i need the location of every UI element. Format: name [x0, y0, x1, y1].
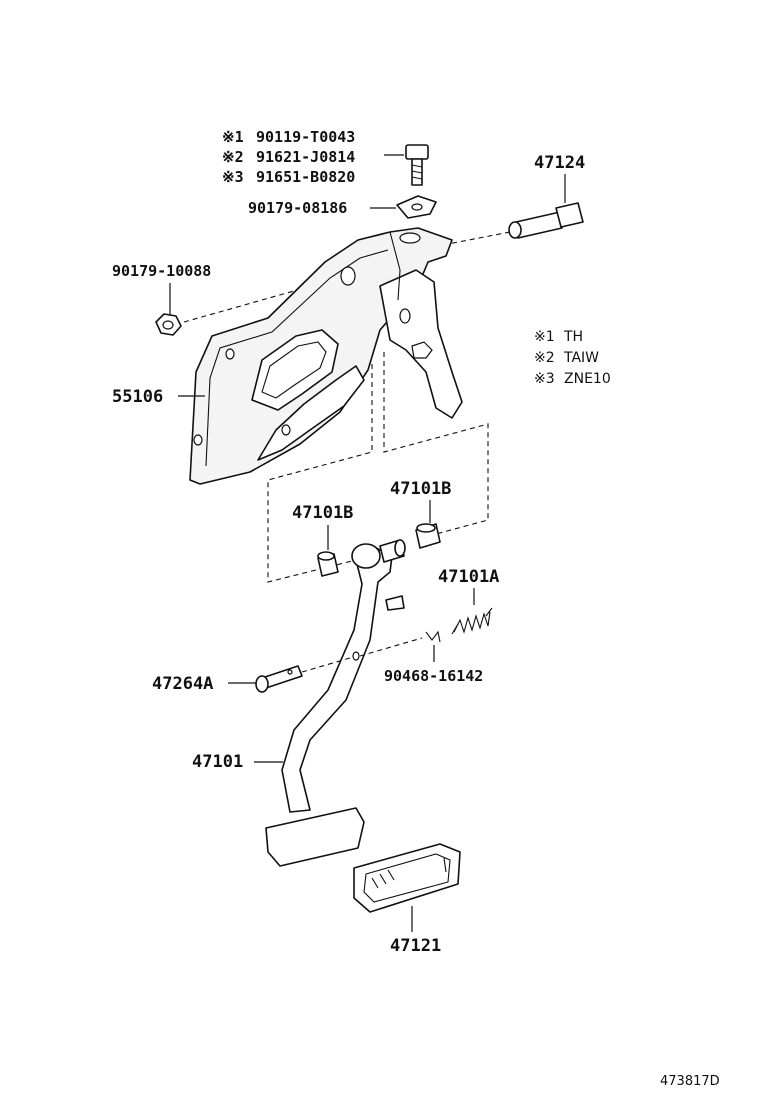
nut-part-number[interactable]: 90179-10088 [112, 262, 211, 280]
return-spring-icon [451, 607, 493, 635]
clip-part-number[interactable]: 90468-16142 [384, 667, 483, 685]
pivot-bolt-axis-line [447, 231, 511, 245]
bushing-right-part-number[interactable]: 47101B [390, 479, 451, 499]
pivot-bolt-part-number[interactable]: 47124 [534, 153, 585, 173]
bushing-right-icon [415, 523, 441, 549]
diagram-reference-code: 473817D [660, 1074, 720, 1089]
bracket-part-number[interactable]: 55106 [112, 387, 163, 407]
variant-1-mark: ※1 [534, 329, 555, 345]
bolt-option-1-mark: ※1 [222, 128, 244, 146]
variant-1-model: TH [563, 329, 583, 345]
variant-legend: ※1 TH ※2 TAIW ※3 ZNE10 [534, 329, 611, 387]
bolt-option-3-part-number[interactable]: 91651-B0820 [256, 168, 355, 186]
variant-2-mark: ※2 [534, 350, 555, 366]
clip-icon [425, 630, 441, 643]
bolt-option-2-mark: ※2 [222, 148, 244, 166]
pedal-arm-part-number[interactable]: 47101 [192, 752, 243, 772]
pedal-arm-icon [265, 539, 406, 867]
bushing-left-part-number[interactable]: 47101B [292, 503, 353, 523]
bushing-reference-box [267, 352, 489, 583]
variant-2-model: TAIW [563, 350, 599, 366]
variant-3-model: ZNE10 [564, 371, 611, 387]
clevis-pin-icon [255, 665, 303, 693]
bolt-option-1-part-number[interactable]: 90119-T0043 [256, 128, 355, 146]
bolt-option-2-part-number[interactable]: 91621-J0814 [256, 148, 355, 166]
hex-nut-icon [155, 313, 182, 336]
return-spring-part-number[interactable]: 47101A [438, 567, 499, 587]
pivot-bolt-icon [508, 202, 584, 239]
washer-nut-icon [396, 195, 437, 219]
pedal-pad-part-number[interactable]: 47121 [390, 936, 441, 956]
clip-axis-line [359, 637, 423, 657]
bolt-option-3-mark: ※3 [222, 168, 244, 186]
small-bolt-icon [405, 144, 429, 186]
variant-3-mark: ※3 [534, 371, 555, 387]
pedal-pad-icon [353, 843, 461, 913]
bolt-options-list: ※1 90119-T0043 ※2 91621-J0814 ※3 91651-B… [222, 128, 355, 186]
clevis-pin-part-number[interactable]: 47264A [152, 674, 213, 694]
bushing-left-icon [317, 551, 339, 577]
pedal-bracket-icon [189, 227, 463, 485]
washer-part-number[interactable]: 90179-08186 [248, 199, 347, 217]
